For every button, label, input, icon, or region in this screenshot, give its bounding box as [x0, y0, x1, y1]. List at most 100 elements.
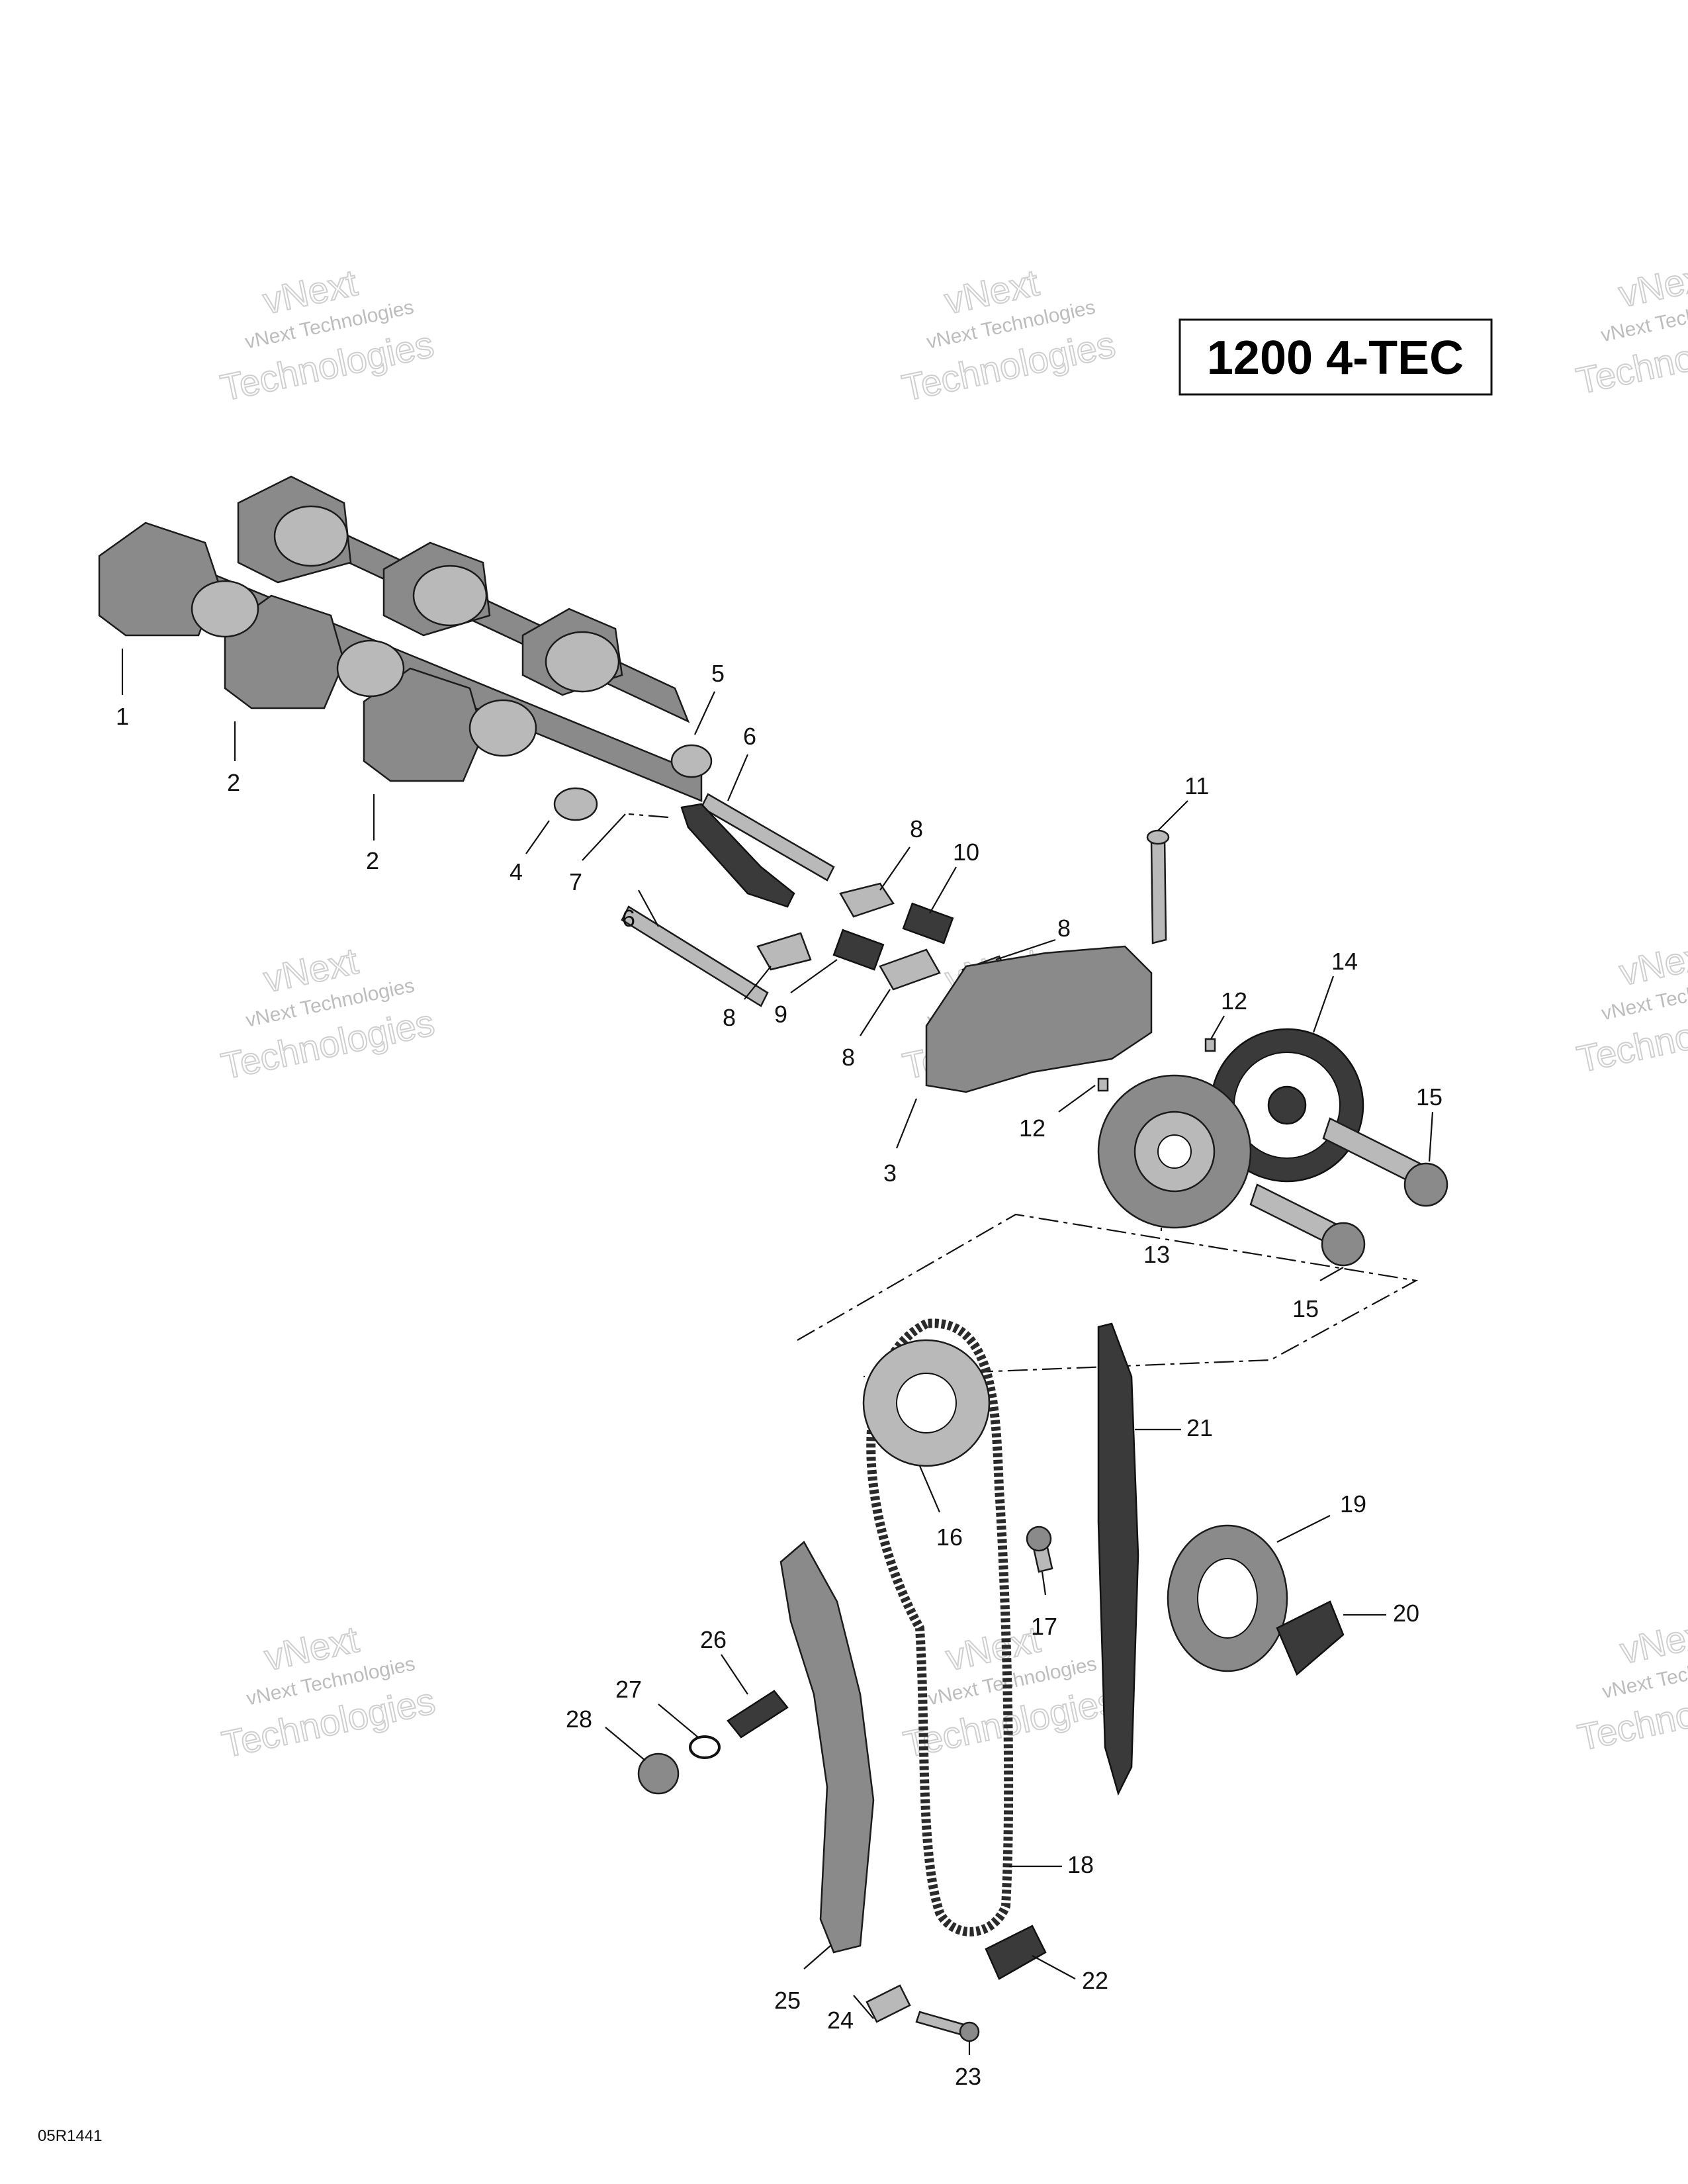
- callout-15b: 15: [1292, 1267, 1344, 1322]
- rocker-8c: [879, 948, 941, 991]
- leader-line: [727, 754, 749, 801]
- callout-label: 12: [1221, 987, 1247, 1015]
- bolt-17-head: [1026, 1525, 1052, 1552]
- leader-line: [860, 989, 891, 1036]
- title-frame: [1178, 318, 1493, 396]
- guide-arm-7: [680, 803, 795, 908]
- chain-guide-21: [1097, 1322, 1139, 1796]
- rocker-8b: [756, 932, 812, 971]
- callout-label: 26: [700, 1626, 727, 1653]
- callout-6a: 6: [727, 723, 756, 801]
- camshaft-gear-13: [1097, 1074, 1252, 1229]
- callout-25: 25: [774, 1945, 831, 2014]
- cam-lobe: [273, 505, 349, 567]
- callout-28: 28: [566, 1706, 646, 1761]
- callout-15a: 15: [1416, 1083, 1443, 1162]
- callout-label: 18: [1067, 1851, 1094, 1878]
- callout-label: 11: [1184, 772, 1209, 799]
- watermark: vNext vNext Technologies Technologies: [1574, 1610, 1688, 1759]
- reference-code: 05R1441: [38, 2127, 102, 2145]
- callout-22: 22: [1032, 1955, 1108, 1994]
- callout-label: 3: [883, 1160, 897, 1187]
- watermark-line1: vNext: [1616, 933, 1688, 993]
- callout-17: 17: [1031, 1571, 1057, 1640]
- callout-label: 27: [615, 1676, 642, 1703]
- watermark: vNext vNext Technologies Technologies: [216, 261, 438, 410]
- bolt-11: [1150, 836, 1167, 944]
- callout-21: 21: [1135, 1414, 1213, 1441]
- leader-line: [638, 889, 659, 927]
- leader-line: [1428, 1111, 1434, 1162]
- leader-line: [1319, 1267, 1344, 1281]
- leader-line: [995, 938, 1056, 961]
- alignment-dashed-frame: [797, 1213, 1419, 1378]
- sprocket-16-bore: [896, 1373, 957, 1433]
- callout-label: 1: [116, 703, 129, 730]
- callout-label: 25: [774, 1987, 801, 2014]
- callout-label: 28: [566, 1706, 592, 1733]
- rocker-carrier-2b: [224, 594, 345, 709]
- dowel-pin-12b: [1097, 1077, 1109, 1092]
- sleeve-24: [866, 1984, 911, 2023]
- leader-line: [721, 1654, 748, 1695]
- callout-2a: 2: [227, 721, 240, 796]
- callout-label: 16: [936, 1524, 963, 1551]
- callout-label: 9: [774, 1001, 787, 1028]
- chain-tensioner-26: [727, 1690, 789, 1739]
- watermark-line1: vNext: [1617, 1611, 1688, 1671]
- callout-19: 19: [1276, 1490, 1366, 1543]
- callout-label: 8: [910, 815, 923, 842]
- callout-label: 24: [827, 2007, 854, 2034]
- callout-label: 23: [955, 2063, 981, 2090]
- callout-label: 7: [569, 868, 582, 895]
- leader-line: [803, 1945, 831, 1970]
- washer-20: [1276, 1600, 1345, 1676]
- callout-label: 20: [1393, 1600, 1419, 1627]
- alignment-dash-7: [628, 813, 669, 819]
- timing-hub-19-bore: [1197, 1558, 1258, 1639]
- watermark: vNext vNext Technologies Technologies: [1572, 254, 1688, 403]
- callout-label: 12: [1019, 1115, 1045, 1142]
- camshaft-carrier-3: [925, 945, 1153, 1093]
- callout-label: 8: [842, 1044, 855, 1071]
- leader-line: [1058, 1085, 1096, 1113]
- leader-line: [605, 1727, 646, 1761]
- adjuster-10: [902, 902, 954, 944]
- leader-line: [694, 691, 715, 735]
- leader-line: [1041, 1571, 1047, 1596]
- callout-16: 16: [918, 1465, 963, 1551]
- camshaft-assembly: [98, 475, 713, 821]
- guide-piece-22: [985, 1925, 1047, 1980]
- o-ring-27: [689, 1735, 721, 1759]
- tensioner-guide-25: [779, 1541, 875, 1954]
- callout-14: 14: [1312, 948, 1358, 1033]
- leader-line: [929, 866, 957, 914]
- gear-bolt-15a-head: [1403, 1162, 1448, 1207]
- leader-line: [658, 1704, 699, 1738]
- callout-1: 1: [116, 649, 129, 730]
- camshaft-end-5: [670, 744, 713, 778]
- rocker-shaft-6a: [700, 793, 835, 882]
- callout-label: 13: [1143, 1241, 1170, 1268]
- cam-lobe: [545, 631, 620, 693]
- leader-line: [853, 1995, 874, 2019]
- watermark: vNext vNext Technologies Technologies: [217, 939, 439, 1088]
- callout-18: 18: [1009, 1851, 1094, 1878]
- callout-12a: 12: [1210, 987, 1247, 1040]
- watermark: vNext vNext Technologies Technologies: [898, 261, 1120, 410]
- leader-line: [1276, 1515, 1331, 1543]
- leader-line: [895, 1098, 918, 1149]
- leader-line: [879, 846, 911, 891]
- bolt-11-head: [1146, 829, 1170, 845]
- callout-label: 15: [1416, 1083, 1443, 1111]
- bolt-23-head: [959, 2021, 980, 2042]
- rocker-8a: [839, 882, 895, 918]
- callout-20: 20: [1343, 1600, 1419, 1627]
- bolt-23: [915, 2011, 967, 2036]
- callout-23: 23: [955, 2042, 981, 2090]
- plug-28: [637, 1752, 680, 1795]
- callout-26: 26: [700, 1626, 748, 1695]
- callout-label: 21: [1186, 1414, 1213, 1441]
- callout-label: 14: [1331, 948, 1358, 975]
